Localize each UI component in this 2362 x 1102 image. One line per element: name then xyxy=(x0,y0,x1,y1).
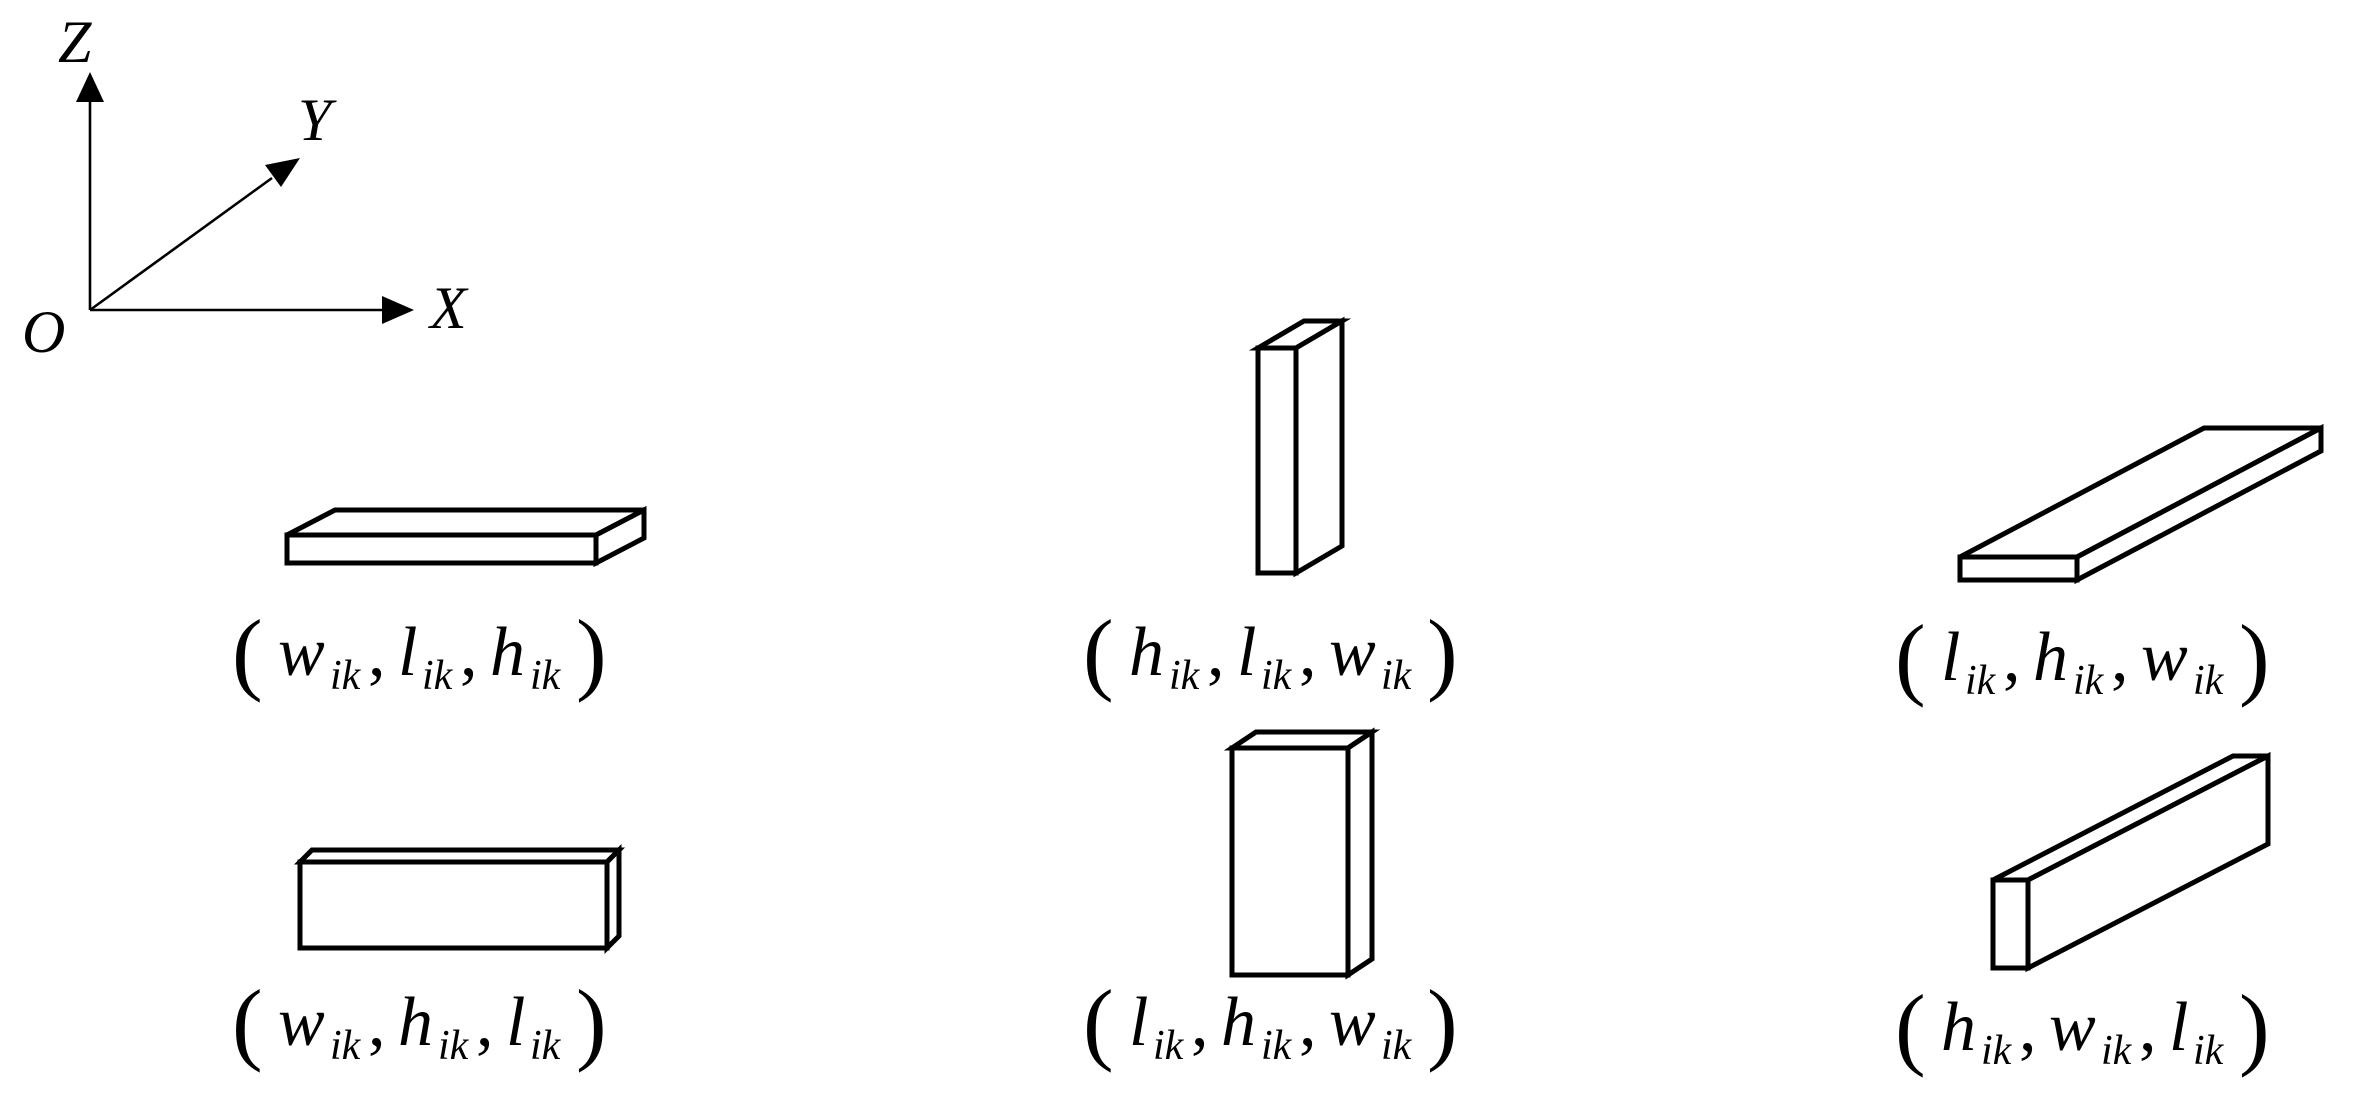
dimension-subscript: ik xyxy=(2193,658,2225,704)
close-paren: ) xyxy=(576,971,607,1073)
box-orientation-1 xyxy=(284,505,647,568)
open-paren: ( xyxy=(1895,976,1926,1078)
comma-separator: , xyxy=(1299,984,1317,1061)
dimension-subscript: ik xyxy=(1965,658,1997,704)
comma-separator: , xyxy=(2111,619,2129,696)
dimension-variable: l xyxy=(2169,989,2188,1066)
box-side-face xyxy=(593,505,647,568)
dimension-subscript: ik xyxy=(1261,1023,1293,1069)
dimension-subscript: ik xyxy=(2101,1028,2133,1074)
comma-separator: , xyxy=(2139,989,2157,1066)
box-side-face xyxy=(1345,727,1375,980)
dimension-variable: h xyxy=(490,614,525,691)
open-paren: ( xyxy=(232,601,263,703)
close-paren: ) xyxy=(2239,976,2270,1078)
dimension-variable: w xyxy=(1329,984,1376,1061)
dimension-subscript: ik xyxy=(422,653,454,699)
box-orientation-5 xyxy=(1223,727,1381,980)
box-top-face xyxy=(293,847,626,865)
y-axis-line xyxy=(89,176,273,312)
comma-separator: , xyxy=(368,984,386,1061)
dimension-subscript: ik xyxy=(330,653,362,699)
dimension-variable: w xyxy=(2049,989,2096,1066)
dimension-subscript: ik xyxy=(530,1023,562,1069)
dimension-subscript: ik xyxy=(2193,1028,2225,1074)
origin-label: O xyxy=(22,299,65,365)
comma-separator: , xyxy=(460,614,478,691)
dimension-variable: w xyxy=(278,984,325,1061)
open-paren: ( xyxy=(1083,601,1114,703)
comma-separator: , xyxy=(1207,614,1225,691)
close-paren: ) xyxy=(2239,606,2270,708)
x-axis-arrowhead xyxy=(382,296,414,324)
open-paren: ( xyxy=(1083,971,1114,1073)
box-orientation-4 xyxy=(293,843,626,955)
dimension-variable: w xyxy=(2141,619,2188,696)
box-front-face xyxy=(1255,345,1299,576)
dimension-variable: h xyxy=(1221,984,1256,1061)
x-axis-label: X xyxy=(428,275,469,341)
comma-separator: , xyxy=(476,984,494,1061)
box-front-face xyxy=(1957,554,2080,583)
box-orientation-2 xyxy=(1248,316,1352,578)
dimension-variable: w xyxy=(278,614,325,691)
y-axis-arrowhead xyxy=(265,158,300,187)
dimension-subscript: ik xyxy=(1153,1023,1185,1069)
box-orientation-3 xyxy=(1957,423,2324,585)
z-axis-label: Z xyxy=(58,9,92,75)
box-top-face xyxy=(285,507,646,538)
coordinate-axes: Z Y X O xyxy=(22,9,469,365)
dimension-subscript: ik xyxy=(1381,653,1413,699)
dimension-subscript: ik xyxy=(1381,1023,1413,1069)
box-front-face xyxy=(1229,745,1351,978)
dimension-variable: h xyxy=(1129,614,1164,691)
dimension-variable: l xyxy=(1941,619,1960,696)
comma-separator: , xyxy=(1299,614,1317,691)
dimension-subscript: ik xyxy=(1261,653,1293,699)
dimension-variable: w xyxy=(1329,614,1376,691)
dimension-subscript: ik xyxy=(438,1023,470,1069)
y-axis-label: Y xyxy=(298,87,337,153)
comma-separator: , xyxy=(2003,619,2021,696)
box-front-face xyxy=(1990,877,2031,971)
dimension-variable: l xyxy=(398,614,417,691)
box-front-face xyxy=(284,532,599,566)
dimension-subscript: ik xyxy=(330,1023,362,1069)
dimension-subscript: ik xyxy=(2073,658,2105,704)
dimension-subscript: ik xyxy=(530,653,562,699)
dimension-variable: h xyxy=(2033,619,2068,696)
box-side-face xyxy=(2025,751,2271,973)
box-orientation-6 xyxy=(1990,751,2271,973)
open-paren: ( xyxy=(1895,606,1926,708)
z-axis-arrowhead xyxy=(76,72,104,102)
dimension-variable: l xyxy=(506,984,525,1061)
box-side-face xyxy=(604,843,622,955)
dimension-subscript: ik xyxy=(1981,1028,2013,1074)
box-side-face xyxy=(1293,316,1345,578)
close-paren: ) xyxy=(576,601,607,703)
dimension-variable: l xyxy=(1237,614,1256,691)
dimension-subscript: ik xyxy=(1169,653,1201,699)
box-side-face xyxy=(2074,423,2324,585)
comma-separator: , xyxy=(2019,989,2037,1066)
dimension-variable: h xyxy=(1941,989,1976,1066)
dimension-variable: l xyxy=(1129,984,1148,1061)
close-paren: ) xyxy=(1427,971,1458,1073)
comma-separator: , xyxy=(368,614,386,691)
dimension-variable: h xyxy=(398,984,433,1061)
close-paren: ) xyxy=(1427,601,1458,703)
comma-separator: , xyxy=(1191,984,1209,1061)
open-paren: ( xyxy=(232,971,263,1073)
box-front-face xyxy=(297,859,610,951)
